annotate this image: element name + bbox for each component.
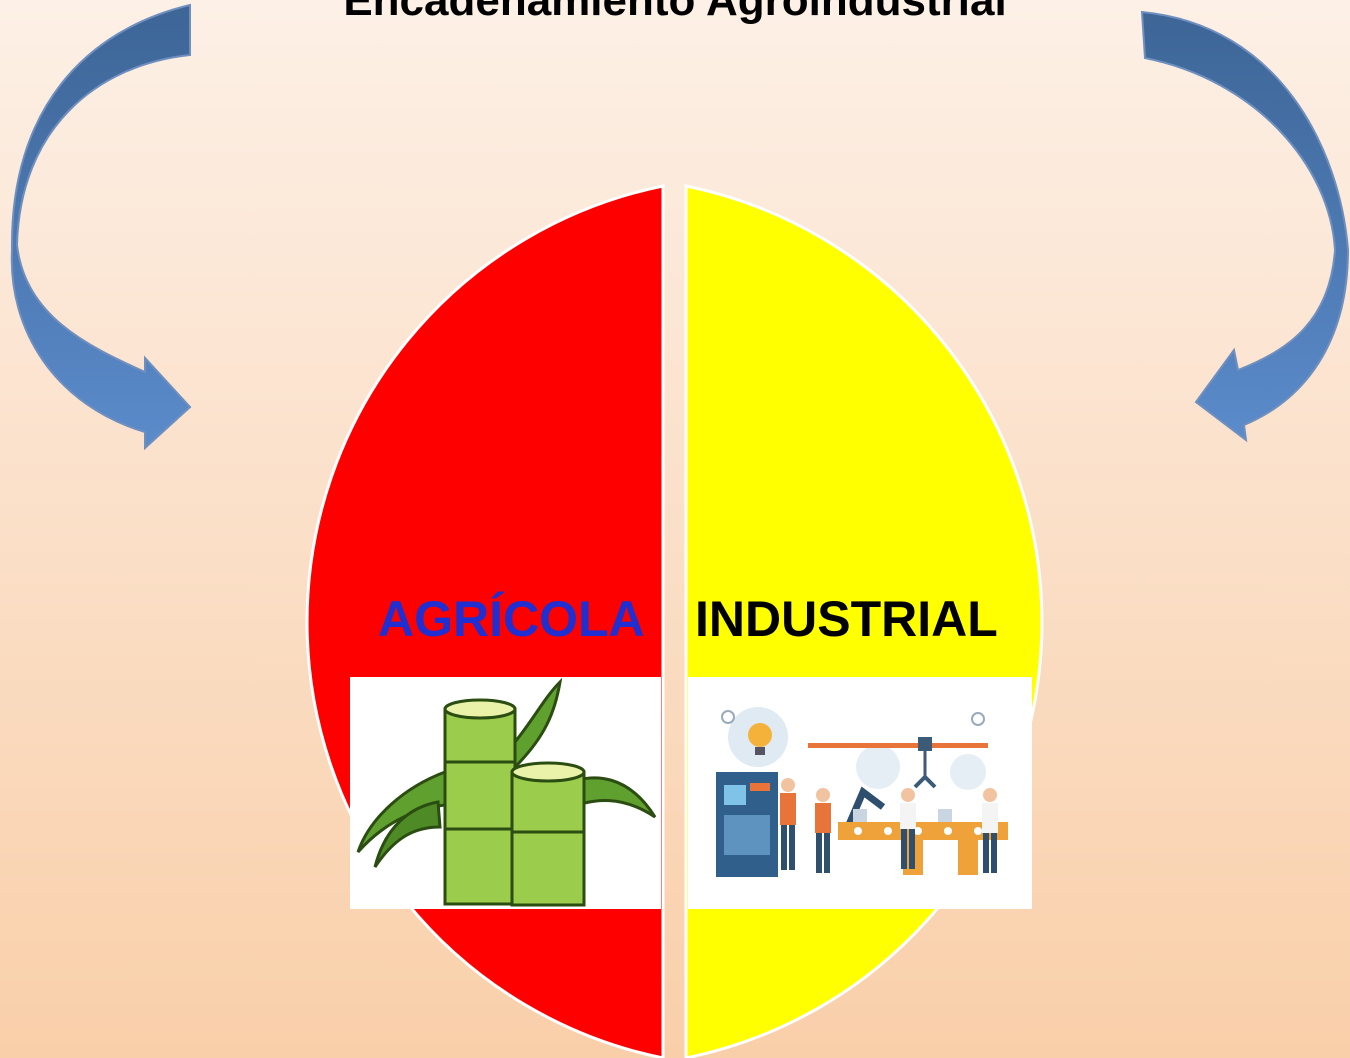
sugarcane-icon — [356, 677, 657, 907]
factory-image — [688, 677, 1032, 909]
left-cycle-arrow-icon — [10, 3, 192, 451]
slide-title: Encadenamiento Agroindustrial — [343, 0, 1007, 25]
agricola-label: AGRÍCOLA — [378, 591, 645, 647]
right-cycle-arrow-icon — [1140, 10, 1350, 443]
factory-workers-icon — [716, 707, 1008, 877]
sugarcane-image — [350, 677, 661, 909]
industrial-label: INDUSTRIAL — [695, 591, 998, 647]
